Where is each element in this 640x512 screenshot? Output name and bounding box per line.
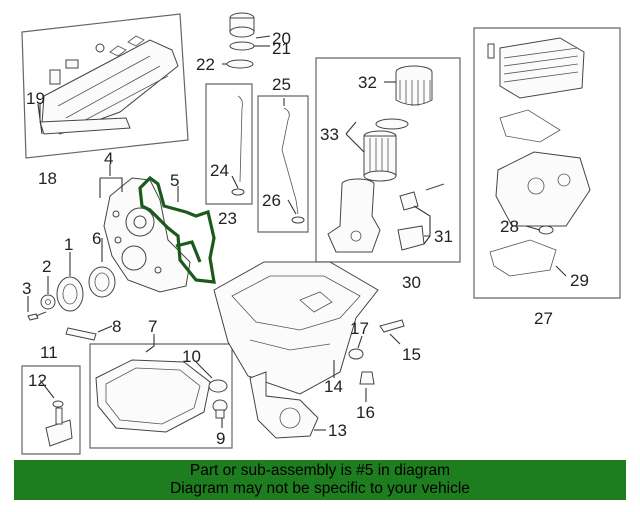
crank-seal-part: [88, 266, 116, 298]
callout-29: 29: [570, 271, 589, 290]
washer-part: [40, 294, 56, 310]
callout-8: 8: [112, 317, 121, 336]
callout-18: 18: [38, 169, 57, 188]
dipstick-seal-part: [231, 188, 245, 196]
timing-cover-part: [103, 177, 191, 293]
filter-valve-part-31: [397, 183, 445, 251]
cooler-housing-part: [495, 151, 591, 227]
oil-level-sensor-box: [21, 365, 81, 455]
callout-1: 1: [64, 235, 73, 254]
callout-21: 21: [272, 39, 291, 58]
callout-15: 15: [402, 345, 421, 364]
crank-pulley-part: [56, 276, 84, 312]
callout-26: 26: [262, 191, 281, 210]
valve-cover-part: [37, 35, 179, 135]
dipstick-part-24: [237, 95, 243, 183]
oil-level-sensor-part: [45, 400, 73, 447]
dipstick-tube-part-26: [281, 107, 299, 215]
callout-6: 6: [92, 229, 101, 248]
filter-o-ring-part: [375, 118, 409, 130]
oil-pan-lower-box: [89, 343, 233, 449]
callout-30: 30: [402, 273, 421, 292]
filler-seal-part-21: [229, 41, 255, 51]
callout-32: 32: [358, 73, 377, 92]
drain-washer-part-10: [208, 379, 228, 393]
parts-diagram: 1 2 3 4 5 6 7 8 9 10 11 12 13 14 15 16 1…: [21, 12, 621, 455]
banner-line-2: Diagram may not be specific to your vehi…: [170, 480, 470, 497]
lower-oil-pan-part: [95, 359, 211, 433]
callout-16: 16: [356, 403, 375, 422]
cooler-gasket-part: [499, 109, 561, 143]
callout-9: 9: [216, 429, 225, 448]
callout-27: 27: [534, 309, 553, 328]
drain-plug-part-9: [212, 399, 228, 419]
callout-24: 24: [210, 161, 229, 180]
oil-filler-cap-part: [229, 12, 255, 38]
oil-cooler-part: [487, 37, 585, 99]
callout-5: 5: [170, 171, 179, 190]
oil-filter-box: [315, 57, 461, 263]
front-cover-gasket-part-5: [138, 175, 216, 284]
callout-12: 12: [28, 371, 47, 390]
callout-4: 4: [104, 149, 113, 168]
callout-10: 10: [182, 347, 201, 366]
upper-oil-pan-part: [213, 261, 379, 395]
callout-22: 22: [196, 55, 215, 74]
filter-housing-part-30: [327, 178, 381, 253]
oil-pump-part: [249, 371, 319, 439]
callout-2: 2: [42, 257, 51, 276]
seal-strip-part-8: [65, 327, 97, 341]
o-ring-part-17: [348, 348, 364, 360]
callout-28: 28: [500, 217, 519, 236]
banner-line-1: Part or sub-assembly is #5 in diagram: [189, 462, 451, 479]
callout-13: 13: [328, 421, 347, 440]
callout-31: 31: [434, 227, 453, 246]
cooler-gasket-part-29: [489, 239, 557, 277]
callout-20: 20: [272, 29, 291, 48]
plug-part-16: [359, 371, 375, 385]
oil-cooler-box: [473, 27, 621, 299]
callout-19: 19: [26, 89, 45, 108]
callout-25: 25: [272, 75, 291, 94]
tube-seal-part: [291, 216, 305, 224]
callout-labels: 1 2 3 4 5 6 7 8 9 10 11 12 13 14 15 16 1…: [22, 29, 589, 448]
info-banner: Part or sub-assembly is #5 in diagram Di…: [14, 460, 626, 500]
callout-14: 14: [324, 377, 343, 396]
cooler-seal-part-28: [538, 225, 554, 235]
leader-lines: [27, 35, 567, 431]
dipstick-box-25: [257, 95, 309, 233]
strip-part-15: [379, 319, 405, 333]
filler-seal-part-22: [226, 59, 254, 69]
valve-cover-box: [21, 13, 189, 159]
filter-cap-part-32: [395, 65, 433, 106]
callout-11: 11: [40, 343, 58, 362]
front-cover-gasket-inner: [175, 240, 202, 263]
bolt-part: [27, 311, 47, 321]
callout-7: 7: [148, 317, 157, 336]
callout-3: 3: [22, 279, 31, 298]
dipstick-box-23: [205, 83, 253, 205]
callout-17: 17: [350, 319, 369, 338]
filter-element-part-33: [363, 130, 397, 182]
callout-23: 23: [218, 209, 237, 228]
callout-33: 33: [320, 125, 339, 144]
